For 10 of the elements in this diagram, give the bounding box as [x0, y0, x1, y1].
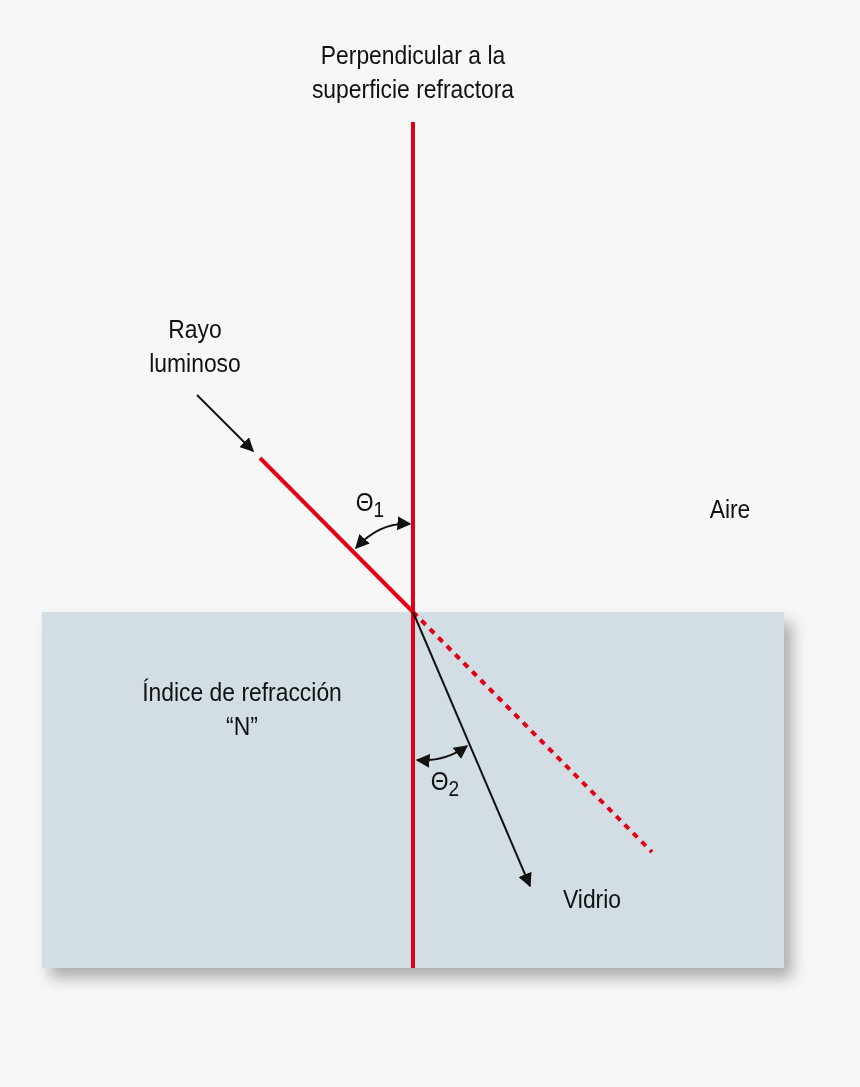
refracted-ray-arrow: [412, 611, 532, 888]
leader-line: [196, 394, 254, 452]
axis-label: Perpendicular a la superficie refractora: [310, 39, 516, 106]
ray-label: Rayo luminoso: [129, 312, 261, 380]
medium-label: Aire: [708, 493, 752, 526]
angle-label: Θ$_{2}$: [429, 765, 461, 804]
material-label: Vidrio: [561, 883, 623, 916]
angle-label: Θ$_{1}$: [354, 486, 386, 525]
glass-block: [42, 612, 784, 968]
region-label: Índice de refracción “N”: [141, 676, 343, 743]
